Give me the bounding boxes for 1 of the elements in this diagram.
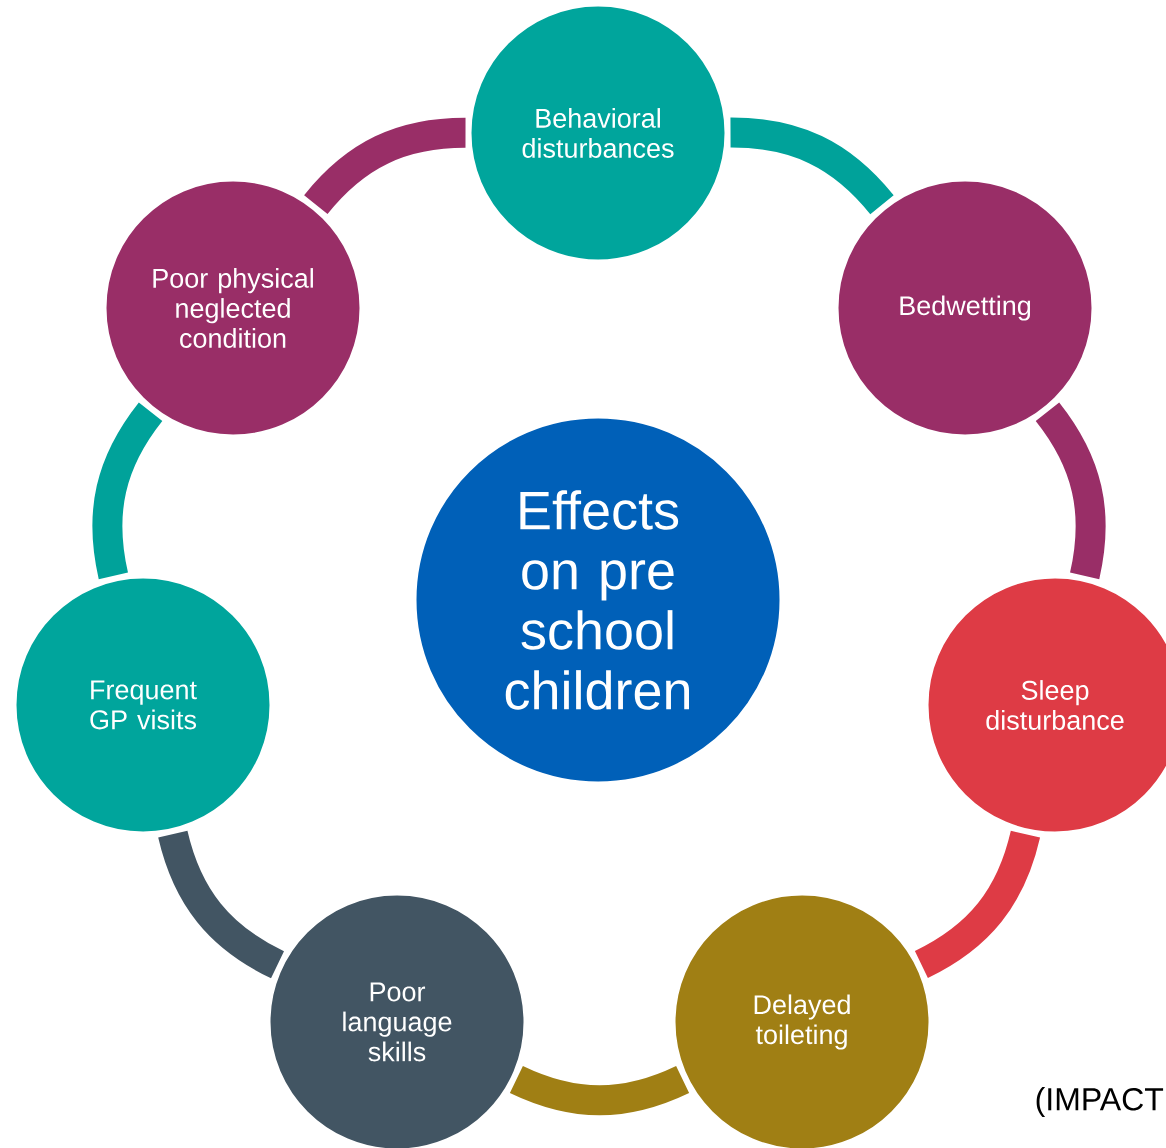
source-note: (IMPACT: [1036, 1087, 1164, 1117]
